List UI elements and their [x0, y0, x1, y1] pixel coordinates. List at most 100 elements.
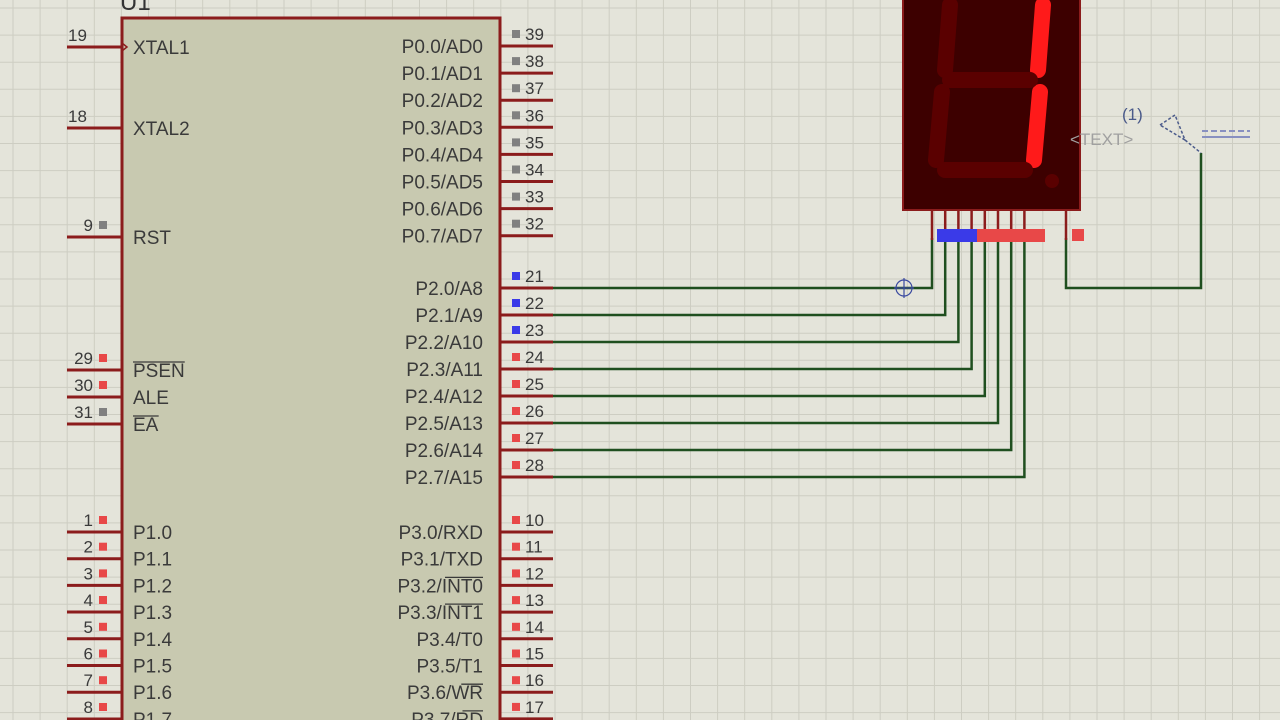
pin-state-indicator: [512, 702, 520, 711]
pin-state-indicator: [512, 649, 520, 658]
pin-number: 21: [525, 267, 544, 286]
chip-u1[interactable]: U1 19XTAL118XTAL29RST29PSEN30ALE31EA1P1.…: [67, 0, 553, 720]
wire-p2-6[interactable]: [553, 238, 1013, 452]
pin-state-bar-low: [937, 229, 977, 242]
wire-p2-3[interactable]: [553, 238, 973, 371]
pin-label: P3.1/TXD: [401, 550, 483, 571]
pin-state-indicator: [99, 703, 107, 711]
pin-label: P1.7: [133, 710, 172, 720]
pin-label: P1.2: [133, 576, 172, 597]
pin-state-indicator: [512, 326, 520, 334]
pin-state-indicator: [512, 57, 520, 66]
pin-label: P3.5/T1: [416, 657, 483, 678]
pin-number: 36: [525, 106, 544, 125]
pin-state-indicator: [99, 516, 107, 524]
terminal-text-placeholder: <TEXT>: [1070, 130, 1133, 149]
pin-state-indicator: [99, 542, 107, 551]
pin-number: 25: [525, 375, 544, 394]
pin-label: P2.1/A9: [415, 306, 483, 327]
pin-state-indicator: [99, 354, 107, 362]
wire-p2-1[interactable]: [553, 238, 947, 317]
pin-state-indicator: [1072, 229, 1084, 241]
pin-number: 7: [84, 671, 93, 690]
pin-number: 34: [525, 161, 544, 180]
pin-label: P2.4/A12: [405, 387, 483, 408]
pin-label: XTAL2: [133, 119, 190, 140]
wire-p2-2[interactable]: [553, 238, 960, 344]
pin-state-bar-high: [977, 229, 1045, 242]
pin-label: PSEN: [133, 361, 185, 382]
wire-p2-7[interactable]: [553, 238, 1026, 479]
pin-number: 5: [84, 618, 93, 637]
pin-number: 29: [74, 349, 93, 368]
pin-label: P3.7/RD: [411, 710, 483, 720]
pin-number: 14: [525, 618, 544, 637]
pin-state-indicator: [512, 516, 520, 524]
pin-label: P3.3/INT1: [397, 603, 483, 624]
pin-label: P3.0/RXD: [399, 523, 483, 544]
pin-label: P2.3/A11: [406, 360, 483, 381]
pin-number: 1: [84, 511, 93, 530]
pin-number: 23: [525, 321, 544, 340]
pin-label: P3.2/INT0: [397, 576, 483, 597]
pin-state-indicator: [512, 111, 520, 120]
pin-number: 4: [84, 591, 93, 610]
pin-label: XTAL1: [133, 38, 190, 59]
pin-number: 35: [525, 133, 544, 152]
pin-label: P2.7/A15: [405, 468, 483, 489]
clock-icon: [121, 42, 129, 52]
pin-label: P0.6/AD6: [402, 200, 483, 221]
terminal-label: (1): [1122, 105, 1143, 124]
pin-state-indicator: [512, 461, 520, 469]
segment-b: [1030, 0, 1051, 78]
pin-state-indicator: [512, 676, 520, 685]
pin-label: P0.0/AD0: [402, 37, 483, 58]
pin-number: 32: [525, 215, 544, 234]
wire-p2-4[interactable]: [553, 238, 987, 398]
pin-number: 28: [525, 456, 544, 475]
pin-state-indicator: [99, 622, 107, 631]
pin-state-indicator: [99, 676, 107, 685]
pin-state-indicator: [512, 542, 520, 551]
pin-number: 26: [525, 402, 544, 421]
pin-label: RST: [133, 228, 171, 249]
pin-state-indicator: [512, 165, 520, 174]
wire-common[interactable]: [1064, 153, 1203, 290]
pin-label: P1.0: [133, 523, 172, 544]
pin-state-indicator: [512, 192, 520, 201]
chip-ref: U1: [120, 0, 151, 16]
segment-c: [1026, 84, 1048, 168]
pin-label: ALE: [133, 388, 169, 409]
pin-number: 22: [525, 294, 544, 313]
wire-p2-0[interactable]: [553, 238, 934, 290]
pin-number: 17: [525, 698, 544, 717]
pin-label: P1.3: [133, 603, 172, 624]
pin-number: 15: [525, 645, 544, 664]
pin-number: 24: [525, 348, 544, 367]
wires: [553, 153, 1203, 479]
wire-p2-5[interactable]: [553, 238, 1000, 425]
pin-state-indicator: [512, 138, 520, 147]
pin-state-indicator: [512, 434, 520, 442]
pin-label: P3.4/T0: [416, 630, 483, 651]
seven-segment-display[interactable]: [902, 0, 1084, 242]
pin-number: 27: [525, 429, 544, 448]
pin-label: P2.0/A8: [415, 279, 483, 300]
pin-number: 9: [84, 216, 93, 235]
pin-label: EA: [133, 415, 159, 436]
chip-body[interactable]: [120, 16, 502, 720]
pin-number: 37: [525, 79, 544, 98]
pin-number: 2: [84, 538, 93, 557]
pin-label: P1.4: [133, 630, 173, 651]
pin-number: 6: [84, 645, 93, 664]
pin-number: 33: [525, 188, 544, 207]
pin-label: P2.6/A14: [405, 441, 484, 462]
pin-state-indicator: [512, 622, 520, 631]
pin-state-indicator: [512, 272, 520, 280]
power-terminal[interactable]: (1) <TEXT>: [1070, 105, 1250, 154]
pin-label: P2.2/A10: [405, 333, 483, 354]
segment-e: [928, 84, 950, 168]
pin-label: P0.1/AD1: [402, 64, 483, 85]
pin-number: 11: [525, 538, 543, 557]
